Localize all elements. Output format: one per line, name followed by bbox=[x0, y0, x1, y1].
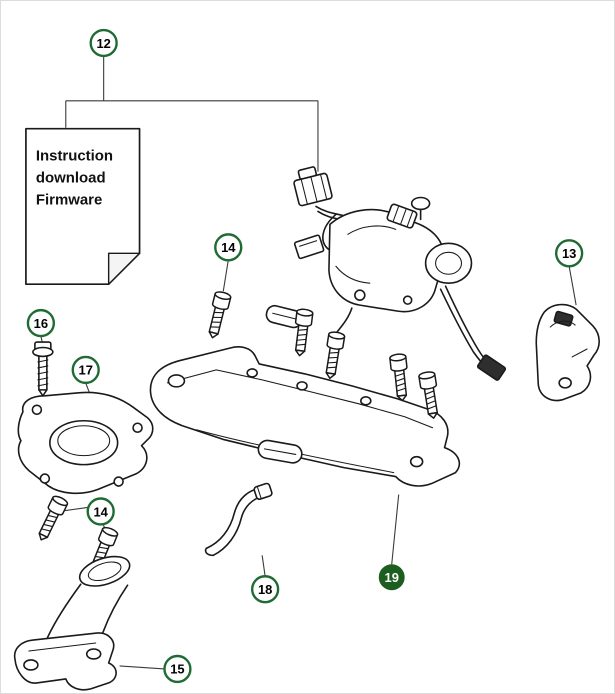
flange-hole bbox=[23, 659, 39, 671]
part-bracket-13 bbox=[535, 303, 600, 402]
plate-hole bbox=[39, 473, 51, 484]
cable-end-connector bbox=[477, 354, 507, 381]
hose-open-end bbox=[204, 547, 215, 557]
part-bolt-bracket-3 bbox=[388, 352, 412, 403]
sensor-block bbox=[293, 234, 325, 260]
callout-13-label: 13 bbox=[562, 246, 576, 261]
callout-12[interactable]: 12 bbox=[89, 28, 118, 58]
bracket-hole bbox=[167, 374, 186, 388]
plate-hole bbox=[132, 422, 143, 434]
boot-flange bbox=[13, 632, 117, 691]
callout-17-circle[interactable] bbox=[71, 355, 100, 385]
hose-line bbox=[212, 495, 263, 557]
callout-12-label: 12 bbox=[96, 36, 110, 51]
boot-sides bbox=[46, 583, 129, 640]
body-screw bbox=[402, 295, 413, 305]
callout-17-label: 17 bbox=[79, 363, 93, 378]
boot-collar bbox=[78, 555, 131, 587]
hose-fitting bbox=[253, 482, 273, 501]
part-bolt-14-top bbox=[203, 289, 233, 341]
callout-14-bottom-circle[interactable] bbox=[86, 497, 115, 526]
callout-14-bottom-label: 14 bbox=[93, 504, 108, 519]
leader-19 bbox=[391, 494, 400, 565]
part-adapter-plate bbox=[17, 391, 154, 495]
callout-19[interactable]: 19 bbox=[378, 564, 405, 591]
callout-16-circle[interactable] bbox=[26, 308, 56, 338]
throttle-bore-inner bbox=[435, 251, 463, 275]
callout-17[interactable]: 17 bbox=[71, 355, 100, 385]
callout-15-label: 15 bbox=[170, 662, 184, 677]
callout-19-label: 19 bbox=[385, 570, 399, 585]
leader-14-top bbox=[222, 260, 229, 292]
callout-13-circle[interactable] bbox=[554, 239, 584, 268]
callout-18-label: 18 bbox=[258, 582, 272, 597]
callout-14-top-circle[interactable] bbox=[214, 233, 243, 262]
bracket-hole bbox=[360, 396, 372, 406]
cap bbox=[410, 196, 431, 211]
callout-19-circle[interactable] bbox=[378, 564, 405, 591]
bracket-hole bbox=[246, 368, 258, 378]
callout-18-circle[interactable] bbox=[250, 575, 280, 604]
part-mounting-bracket bbox=[149, 346, 461, 487]
flange-hole bbox=[85, 648, 102, 660]
callout-14-top-label: 14 bbox=[221, 240, 236, 255]
bracket13-hole bbox=[558, 377, 572, 389]
note-line-2: download bbox=[36, 170, 106, 187]
callout-16-label: 16 bbox=[34, 316, 48, 331]
callout-15[interactable]: 15 bbox=[163, 654, 192, 684]
leader-15 bbox=[119, 665, 165, 670]
plate-hole bbox=[113, 476, 124, 487]
callout-12-circle[interactable] bbox=[89, 28, 118, 58]
callout-14-top[interactable]: 14 bbox=[214, 233, 243, 262]
part-hose bbox=[204, 482, 273, 557]
parts-art bbox=[13, 166, 600, 691]
body-screw bbox=[354, 289, 366, 301]
leader-18 bbox=[261, 555, 266, 577]
callout-16[interactable]: 16 bbox=[26, 308, 56, 338]
firmware-note: Instruction download Firmware bbox=[25, 127, 141, 286]
flange-line bbox=[28, 642, 97, 652]
body-contours bbox=[335, 225, 397, 284]
bracket13-outline bbox=[535, 303, 600, 402]
bracket13-contours bbox=[549, 320, 588, 358]
bracket-hole bbox=[409, 455, 424, 468]
callout-13[interactable]: 13 bbox=[554, 239, 584, 268]
callouts: 12 14 13 16 17 14 18 19 bbox=[26, 28, 584, 684]
top-connector bbox=[293, 166, 333, 207]
bracket-clamp bbox=[257, 439, 303, 464]
part-intake-boot bbox=[13, 555, 131, 691]
plate-center-rim bbox=[57, 425, 111, 457]
note-line-3: Firmware bbox=[36, 191, 102, 208]
plate-hole bbox=[31, 404, 43, 416]
leader-12 bbox=[65, 55, 319, 172]
note-line-1: Instruction bbox=[36, 148, 113, 165]
callout-14-bottom[interactable]: 14 bbox=[86, 497, 115, 526]
document-page-fold-icon bbox=[107, 252, 141, 285]
part-screw-16 bbox=[32, 341, 54, 397]
part-bolt-bracket-2 bbox=[321, 330, 346, 381]
callout-18[interactable]: 18 bbox=[250, 575, 280, 604]
hose-line bbox=[205, 487, 260, 550]
part-throttle-body-assembly bbox=[265, 166, 473, 337]
callout-15-circle[interactable] bbox=[163, 654, 192, 684]
part-bolt-14-bottom-1 bbox=[33, 493, 70, 545]
bracket-hole bbox=[296, 381, 308, 391]
part-cable-connector bbox=[439, 285, 507, 381]
side-connector bbox=[386, 203, 418, 229]
leader-13 bbox=[568, 266, 577, 306]
